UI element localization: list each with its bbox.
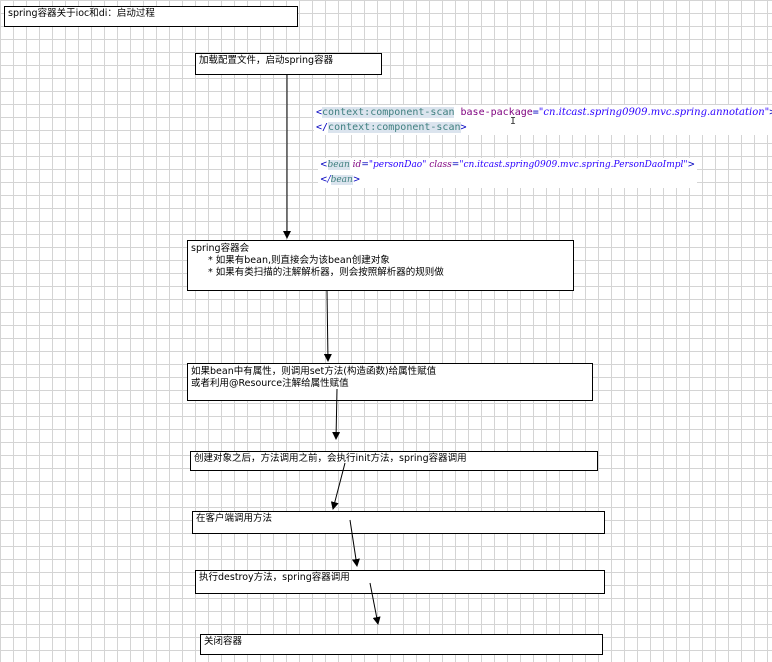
- code-component-scan: <context:component-scan base-package="cn…: [314, 105, 772, 135]
- arrow-container-to-inject: [323, 290, 332, 362]
- code-bean: <bean id="personDao" class="cn.itcast.sp…: [318, 158, 698, 188]
- step-destroy-text: 执行destroy方法，spring容器调用: [199, 572, 350, 583]
- arrow-client-to-destroy: [349, 519, 360, 567]
- arrow-inject-to-init: [332, 388, 341, 440]
- text-cursor-icon: I: [510, 116, 517, 127]
- step-close-container: 关闭容器: [200, 634, 603, 655]
- step-load-config-text: 加载配置文件，启动spring容器: [199, 55, 334, 66]
- step-client-call: 在客户端调用方法: [192, 511, 605, 534]
- code-component-scan-open: <context:component-scan base-package="cn…: [316, 107, 772, 118]
- step-close-text: 关闭容器: [204, 636, 243, 647]
- step-client-text: 在客户端调用方法: [196, 513, 273, 524]
- arrow-destroy-to-close: [369, 582, 381, 625]
- code-component-scan-close: </context:component-scan>: [316, 122, 467, 133]
- step-init-text: 创建对象之后，方法调用之前，会执行init方法，spring容器调用: [194, 453, 467, 464]
- code-bean-open: <bean id="personDao" class="cn.itcast.sp…: [320, 160, 696, 170]
- step-inject-line2: 或者利用@Resource注解给属性赋值: [191, 378, 349, 389]
- code-bean-close: </bean>: [320, 175, 361, 185]
- step-container-line3: * 如果有类扫描的注解解析器，则会按照解析器的规则做: [208, 267, 444, 278]
- diagram-title-text: spring容器关于ioc和di：启动过程: [8, 8, 155, 19]
- step-destroy-method: 执行destroy方法，spring容器调用: [195, 570, 605, 594]
- step-container-line1: spring容器会: [191, 243, 250, 254]
- step-inject-line1: 如果bean中有属性，则调用set方法(构造函数)给属性赋值: [191, 366, 437, 377]
- step-container-line2: * 如果有bean,则直接会为该bean创建对象: [208, 255, 390, 266]
- step-init-method: 创建对象之后，方法调用之前，会执行init方法，spring容器调用: [190, 451, 598, 471]
- step-container-create: spring容器会 * 如果有bean,则直接会为该bean创建对象 * 如果有…: [187, 240, 574, 291]
- arrow-init-to-client: [330, 462, 346, 510]
- step-inject-properties: 如果bean中有属性，则调用set方法(构造函数)给属性赋值 或者利用@Reso…: [187, 363, 593, 401]
- step-load-config: 加载配置文件，启动spring容器: [195, 53, 382, 75]
- diagram-title: spring容器关于ioc和di：启动过程: [4, 6, 298, 27]
